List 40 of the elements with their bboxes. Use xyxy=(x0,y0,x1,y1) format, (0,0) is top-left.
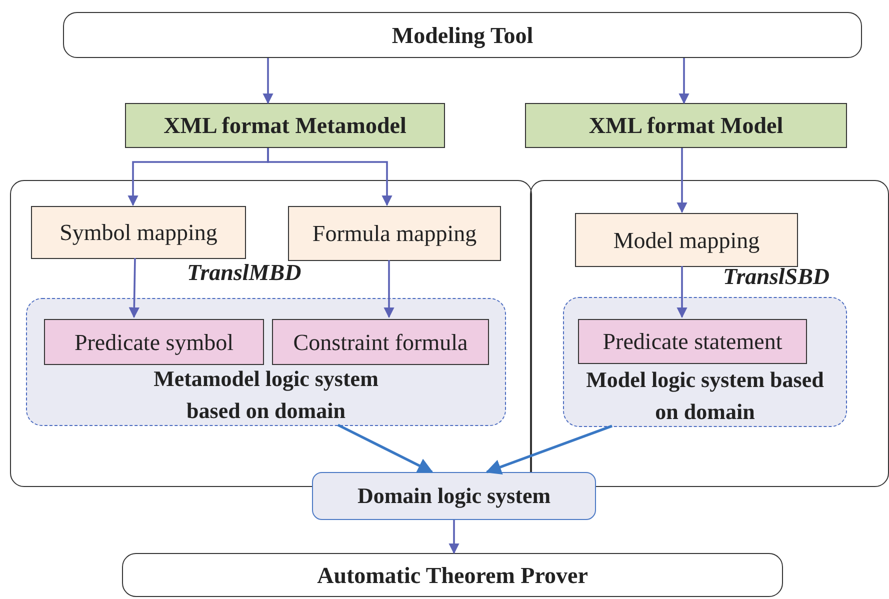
group-label: Metamodel logic system based on domain xyxy=(152,365,380,425)
predicate-box xyxy=(272,319,489,365)
mapping-box xyxy=(288,206,501,261)
arrow xyxy=(128,258,140,318)
arrow xyxy=(676,148,688,214)
box-label: Predicate statement xyxy=(602,330,782,353)
box-label: Automatic Theorem Prover xyxy=(317,564,588,586)
logic-system-group xyxy=(26,298,506,426)
arrow xyxy=(384,260,394,318)
box-label: Formula mapping xyxy=(312,222,477,245)
rounded-box xyxy=(63,12,862,58)
mapping-box xyxy=(575,213,798,267)
predicate-box xyxy=(578,319,807,364)
format-box xyxy=(125,103,445,148)
arrow xyxy=(267,148,392,206)
group-label: Model logic system based on domain xyxy=(585,366,825,426)
arrow xyxy=(337,424,434,474)
rounded-box xyxy=(122,553,783,597)
panel-label: TranslMBD xyxy=(187,261,302,284)
logic-system-group xyxy=(563,297,847,427)
box-label: XML format Model xyxy=(588,114,784,137)
box-label: Predicate symbol xyxy=(74,330,234,354)
box-label: Symbol mapping xyxy=(60,221,218,244)
panel-label: TranslSBD xyxy=(723,265,830,288)
predicate-box xyxy=(44,319,264,365)
box-label: Modeling Tool xyxy=(392,24,534,46)
domain-box xyxy=(312,472,596,520)
arrow xyxy=(676,266,688,318)
box-label: Domain logic system xyxy=(357,485,551,507)
mapping-box xyxy=(31,206,246,259)
translation-panel xyxy=(10,180,532,487)
arrow xyxy=(486,424,612,474)
arrow xyxy=(678,58,690,104)
format-box xyxy=(525,103,847,148)
arrow xyxy=(262,58,274,104)
box-label: XML format Metamodel xyxy=(164,114,406,137)
box-label: Model mapping xyxy=(613,228,760,252)
arrow xyxy=(448,520,460,554)
box-label: Constraint formula xyxy=(293,330,468,354)
translation-panel xyxy=(530,180,889,487)
